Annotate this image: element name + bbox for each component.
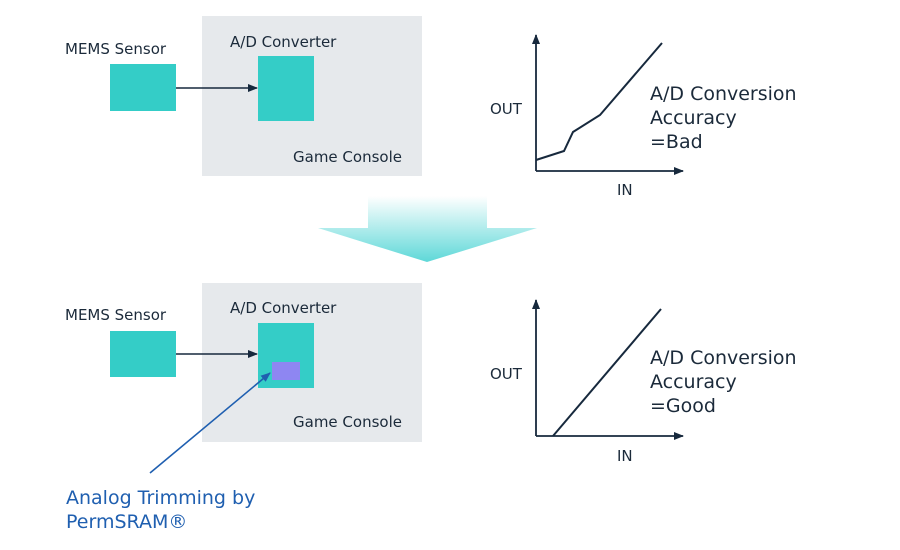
top-accuracy-graph: OUT IN A/D Conversion Accuracy =Bad <box>490 34 797 199</box>
top-x-axis-label: IN <box>617 181 633 199</box>
top-converter-label: A/D Converter <box>230 33 337 51</box>
callout-line1: Analog Trimming by <box>66 487 255 509</box>
top-accuracy-line2: Accuracy <box>650 107 737 129</box>
bottom-accuracy-graph: OUT IN A/D Conversion Accuracy =Good <box>490 299 797 465</box>
permsram-trim-chip <box>272 362 300 380</box>
top-accuracy-line1: A/D Conversion <box>650 83 797 105</box>
bottom-accuracy-line3: =Good <box>650 395 716 417</box>
bottom-section: A/D Converter Game Console MEMS Sensor A… <box>65 283 797 533</box>
bottom-converter-label: A/D Converter <box>230 299 337 317</box>
bottom-sensor-block <box>110 331 176 377</box>
top-accuracy-line3: =Bad <box>650 131 703 153</box>
bottom-conversion-line <box>552 308 662 437</box>
top-sensor-block <box>110 64 176 111</box>
bottom-accuracy-line2: Accuracy <box>650 371 737 393</box>
bottom-sensor-label: MEMS Sensor <box>65 306 167 324</box>
bottom-y-axis-label: OUT <box>490 365 523 383</box>
top-conversion-curve <box>535 42 663 161</box>
transition-down-arrow <box>318 196 537 262</box>
bottom-x-axis-label: IN <box>617 447 633 465</box>
top-sensor-label: MEMS Sensor <box>65 40 167 58</box>
callout-pointer-arrow <box>149 372 271 474</box>
top-section: A/D Converter Game Console MEMS Sensor O… <box>65 16 797 199</box>
callout-line2: PermSRAM® <box>66 511 187 533</box>
bottom-accuracy-line1: A/D Conversion <box>650 347 797 369</box>
top-converter-block <box>258 56 314 121</box>
top-console-label: Game Console <box>293 148 402 166</box>
bottom-console-label: Game Console <box>293 413 402 431</box>
top-y-axis-label: OUT <box>490 100 523 118</box>
